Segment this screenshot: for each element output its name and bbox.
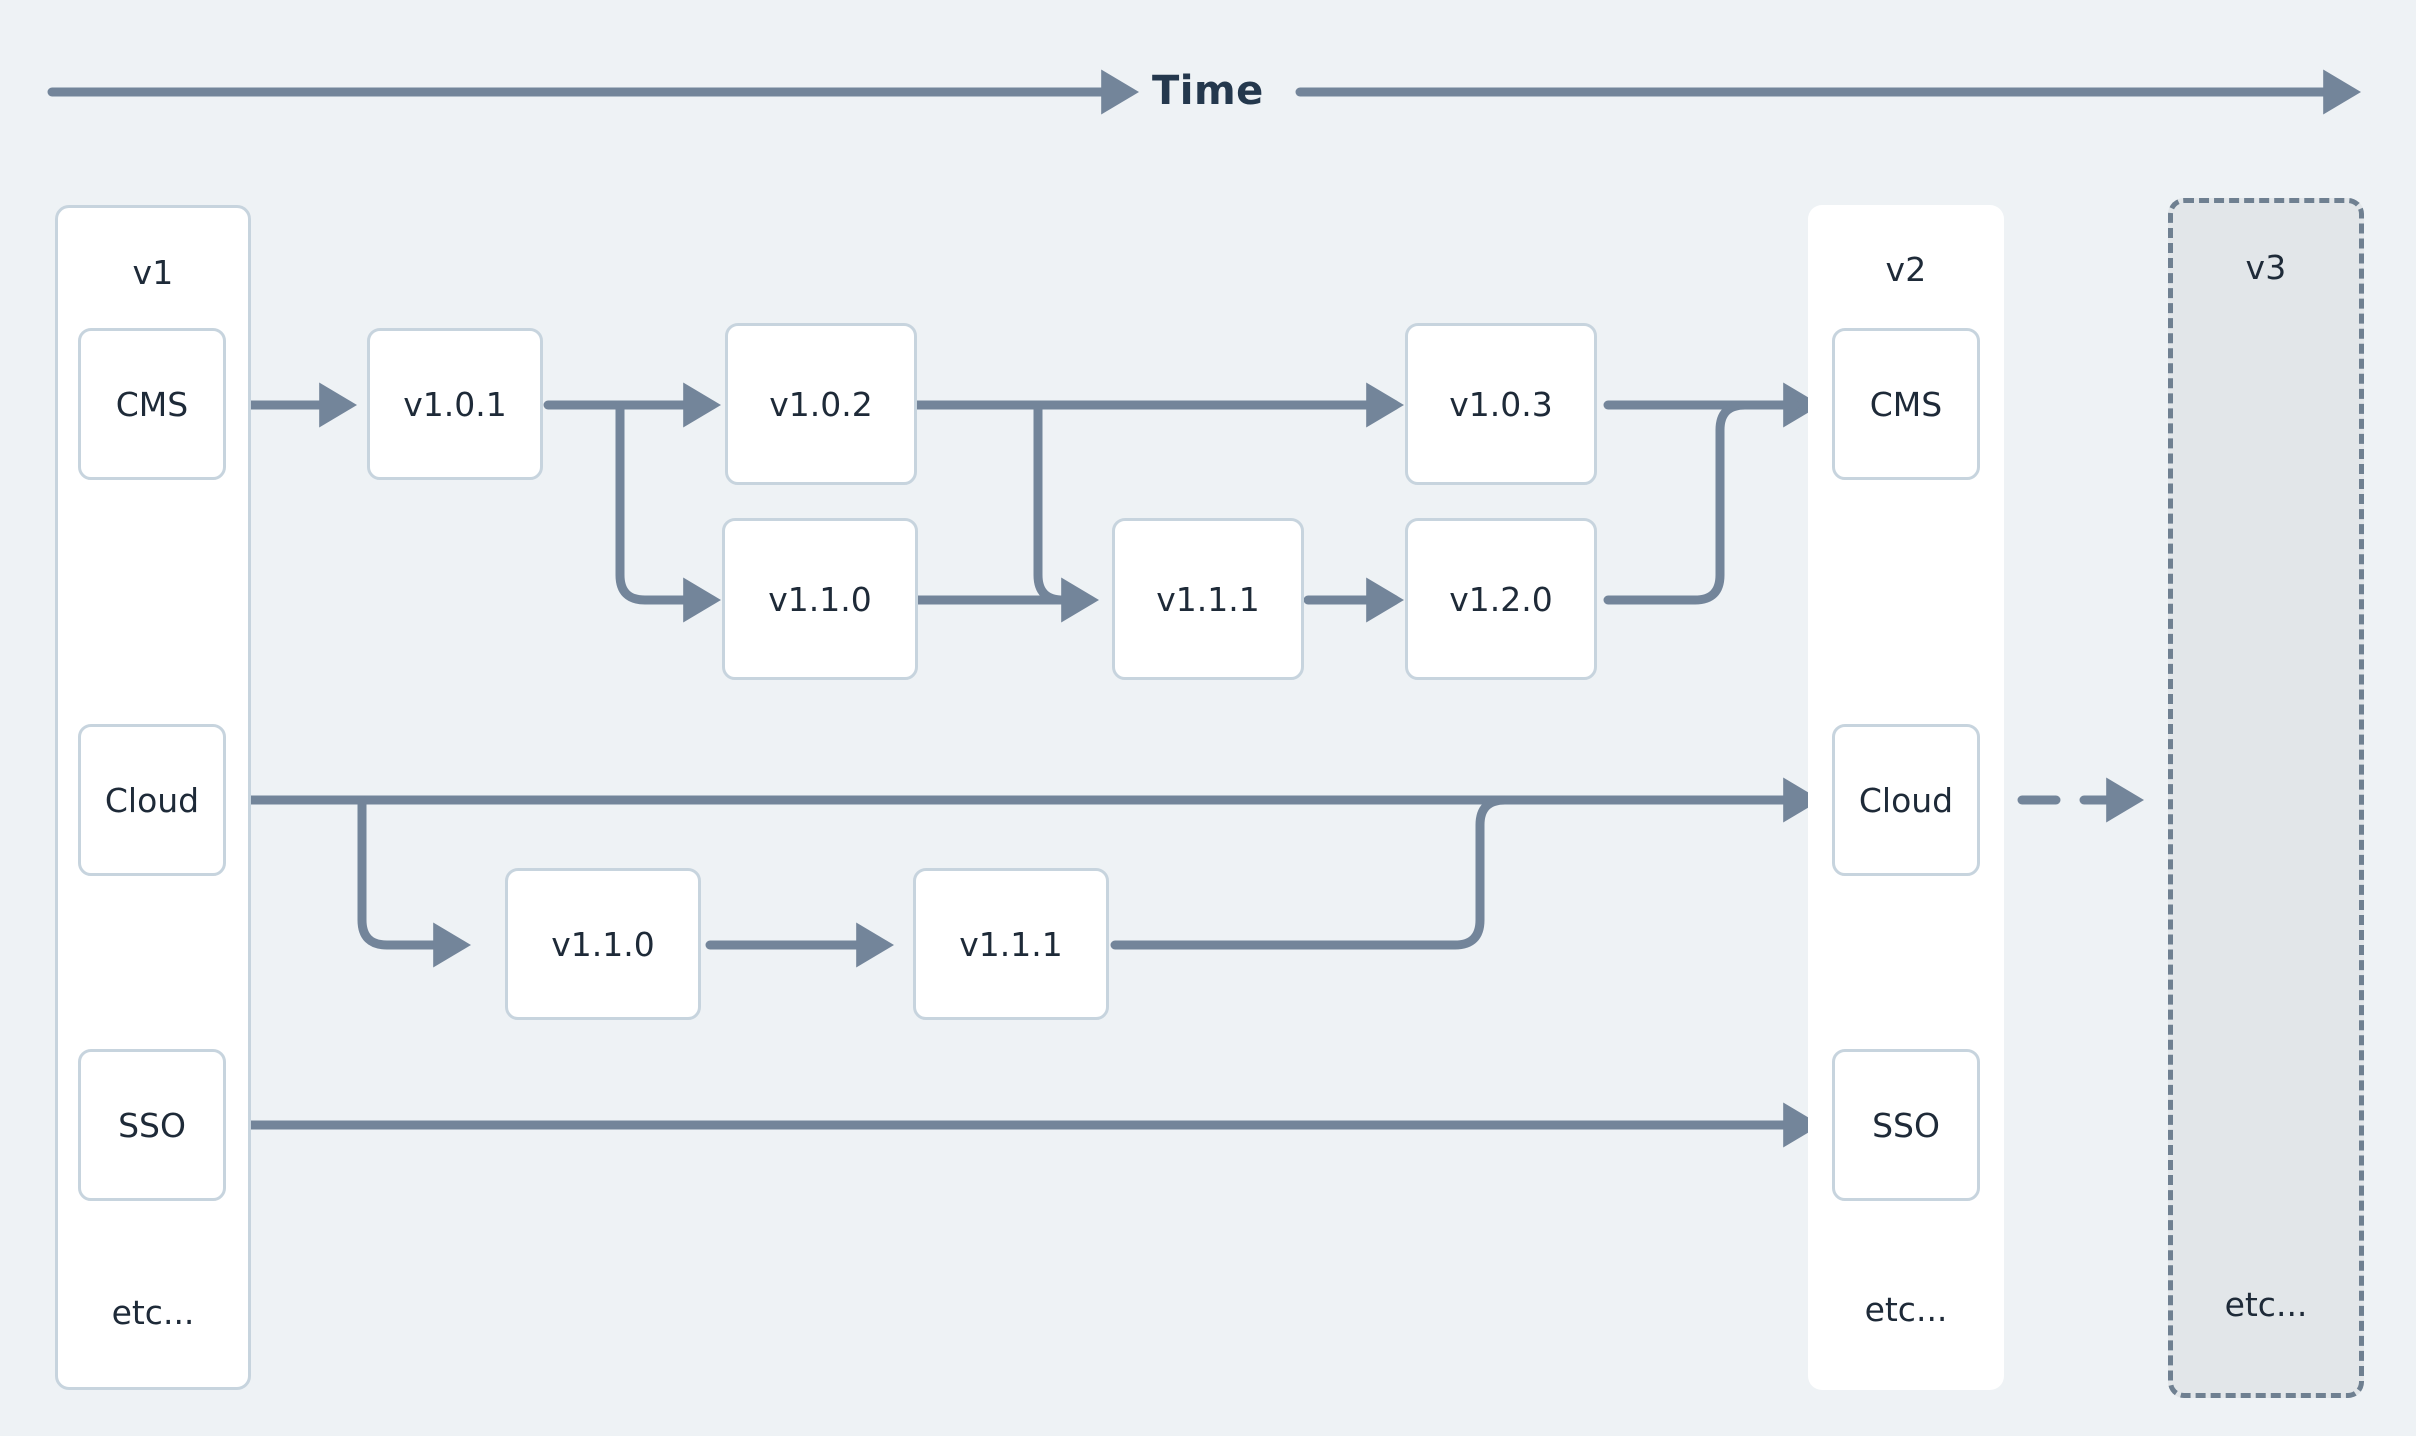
node-cms-v1-0-1[interactable]: v1.0.1 — [367, 328, 543, 480]
node-cms-v1-2-0[interactable]: v1.2.0 — [1405, 518, 1597, 680]
branch-v102-to-v111 — [1033, 400, 1099, 623]
timeline-title: Time — [1152, 68, 1264, 114]
node-cms-v1-0-3[interactable]: v1.0.3 — [1405, 323, 1597, 485]
node-v1-cloud[interactable]: Cloud — [78, 724, 226, 876]
lane-v3[interactable]: v3 etc... — [2168, 198, 2364, 1398]
merge-v120-to-v2cms — [1603, 400, 1800, 605]
lane-v3-title: v3 — [2245, 248, 2287, 287]
node-v2-sso[interactable]: SSO — [1832, 1049, 1980, 1201]
branch-v101-to-v110 — [615, 400, 721, 623]
node-cms-v1-1-0[interactable]: v1.1.0 — [722, 518, 918, 680]
lane-v3-etc-label: etc... — [2224, 1285, 2308, 1324]
node-cloud-v1-1-0[interactable]: v1.1.0 — [505, 868, 701, 1020]
node-v1-cms[interactable]: CMS — [78, 328, 226, 480]
node-cms-v1-0-2[interactable]: v1.0.2 — [725, 323, 917, 485]
branch-cloud-to-v110 — [357, 795, 471, 968]
node-v1-sso[interactable]: SSO — [78, 1049, 226, 1201]
lane-v2-title: v2 — [1885, 250, 1927, 289]
merge-cloudv111-to-v2cloud — [1110, 795, 1565, 950]
node-v2-cloud[interactable]: Cloud — [1832, 724, 1980, 876]
lane-v1-etc-label: etc... — [111, 1293, 195, 1332]
lane-v1-title: v1 — [132, 253, 174, 292]
node-cloud-v1-1-1[interactable]: v1.1.1 — [913, 868, 1109, 1020]
node-cms-v1-1-1[interactable]: v1.1.1 — [1112, 518, 1304, 680]
lane-v2-etc-label: etc... — [1864, 1290, 1948, 1329]
node-v2-cms[interactable]: CMS — [1832, 328, 1980, 480]
